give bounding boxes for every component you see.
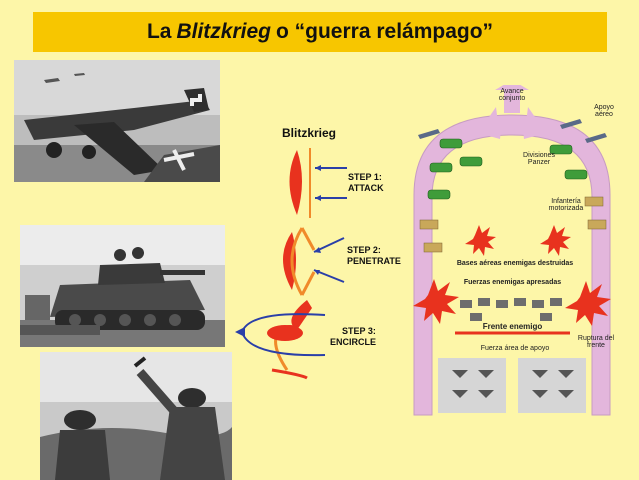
air-support-planes — [452, 370, 574, 398]
page-title: La Blitzkrieg o “guerra relámpago” — [33, 12, 607, 52]
photo-soldiers-throwing-grenade — [40, 352, 232, 480]
step1-graphic — [289, 148, 347, 218]
explosions — [413, 225, 611, 326]
label-avance: Avance conjunto — [498, 88, 526, 103]
label-fuerzas: Fuerzas enemigas apresadas — [463, 279, 562, 286]
motorized-infantry — [419, 196, 607, 253]
panzer-tanks — [427, 138, 588, 200]
label-fuerza-aerea: Fuerza área de apoyo — [480, 345, 550, 352]
label-bases: Bases aéreas enemigas destruidas — [456, 260, 574, 267]
air-support-box-right — [518, 358, 586, 413]
label-frente: Frente enemigo — [482, 322, 543, 331]
title-prefix: La — [146, 20, 172, 43]
support-aircraft — [418, 119, 607, 143]
label-apoyo: Apoyo aéreo — [594, 104, 614, 119]
air-support-box-left — [438, 358, 506, 413]
encircle-arrow — [235, 313, 326, 357]
captured-forces — [460, 298, 562, 321]
label-ruptura: Ruptura del frente — [577, 335, 615, 350]
blitzkrieg-strategy-map — [413, 85, 611, 416]
photo-stuka-aircraft — [14, 60, 220, 182]
title-italic: Blitzkrieg — [176, 20, 271, 43]
label-divisiones: Divisiones Panzer — [523, 152, 555, 167]
title-suffix: o “guerra relámpago” — [275, 20, 494, 43]
photo-panzer-tank — [20, 225, 225, 347]
step3-label: STEP 3: ENCIRCLE — [330, 326, 377, 347]
step1-label: STEP 1: ATTACK — [348, 172, 384, 193]
label-infanteria: Infantería motorizada — [548, 198, 584, 213]
steps-graphic — [271, 148, 347, 380]
step2-graphic — [283, 227, 345, 296]
steps-heading: Blitzkrieg — [282, 126, 337, 140]
step2-label: STEP 2: PENETRATE — [347, 245, 401, 266]
